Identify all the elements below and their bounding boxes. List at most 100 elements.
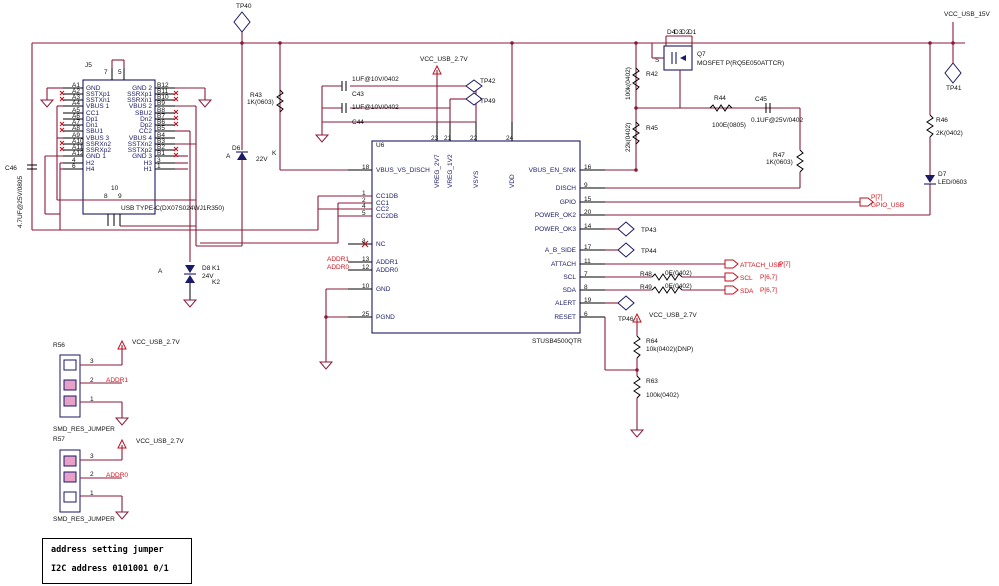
u6-left-name-2: CC1 xyxy=(376,200,389,207)
c46-ref: C46 xyxy=(5,165,17,172)
j5-right-pin-B6: B6 xyxy=(157,119,165,126)
j5-right-name-B3: SSTXn2 xyxy=(128,141,153,148)
q7-mosfet-body xyxy=(663,45,693,71)
j5-left-pin-6: 6 xyxy=(72,163,76,170)
tp43-label: TP43 xyxy=(641,227,657,234)
u6-left-name-4: CC2 xyxy=(376,206,389,213)
u6-right-pins: 16VBUS_EN_SNK9DISCH15GPIO20POWER_OK214PO… xyxy=(529,164,592,321)
j5-left-name-A5: CC1 xyxy=(86,110,99,117)
r56-part: SMD_RES_JUMPER xyxy=(53,426,115,433)
d6-k: K xyxy=(272,150,277,157)
u6-top-pin-22: 22 xyxy=(470,135,478,142)
p7-gpio-label: P[7] xyxy=(871,194,883,201)
scl-label: SCL xyxy=(740,275,753,282)
u6-left-pin-10: 10 xyxy=(362,283,370,290)
u6-right-name-16: VBUS_EN_SNK xyxy=(529,167,577,174)
gpio-usb-net-icon xyxy=(859,197,874,207)
address-note-box: address setting jumper I2C address 01010… xyxy=(42,538,192,584)
r47-val: 1K(0603) xyxy=(766,159,793,166)
gpio-usb-label: GPIO_USB xyxy=(871,202,904,209)
c45-val: 0.1UF@25V/0402 xyxy=(751,117,804,124)
j5-left-name-A8: SBU1 xyxy=(86,128,103,135)
tp42-label: TP42 xyxy=(480,78,496,85)
j5-right-pin-B9: B9 xyxy=(157,100,165,107)
u6-right-pin-11: 11 xyxy=(584,258,591,265)
j5-left-name-6: H4 xyxy=(86,166,95,173)
u6-right-pin-19: 19 xyxy=(584,297,592,304)
j5-right-name-B7: Dn2 xyxy=(140,116,152,123)
u6-top-pin-21: 21 xyxy=(444,135,452,142)
sda-label: SDA xyxy=(740,288,754,295)
j5-right-pin-B11: B11 xyxy=(157,88,168,95)
sda-p-label: P[6,7] xyxy=(760,287,777,294)
j5-left-pin-4: 4 xyxy=(72,157,76,164)
j5-left-pin-A11: A11 xyxy=(72,144,83,151)
j5-right-pin-B3: B3 xyxy=(157,138,165,145)
d8-val: 24V xyxy=(202,273,214,280)
j5-left-name-A10: SSRXn2 xyxy=(86,141,111,148)
u6-right-pin-14: 14 xyxy=(584,223,592,230)
u6-ref: U6 xyxy=(376,142,385,149)
sda-net-icon xyxy=(724,285,739,295)
r43-ref: R43 xyxy=(250,92,262,99)
note-line-1: address setting jumper xyxy=(51,545,164,555)
r56-pin1: 1 xyxy=(90,396,94,403)
tp42-icon xyxy=(465,79,483,93)
u6-part: STUSB4500QTR xyxy=(532,338,582,345)
r45-val: 22k(0402) xyxy=(625,123,632,152)
r42-val: 100k(0402) xyxy=(625,67,632,100)
tp41-label: TP41 xyxy=(946,85,962,92)
j5-right-name-B4: VBUS 4 xyxy=(129,135,153,142)
u6-right-pin-7: 7 xyxy=(584,271,588,278)
u6-left-pin-13: 13 xyxy=(362,256,370,263)
c43-val: 1UF@10V/0402 xyxy=(352,76,399,83)
u6-top-name-23: VREG_2V7 xyxy=(434,154,441,188)
u6-right-pin-16: 16 xyxy=(584,164,592,171)
j5-gnd-left-icon xyxy=(39,99,55,108)
d6-zener-icon xyxy=(237,152,247,160)
u6-left-name-5: CC2DB xyxy=(376,213,398,220)
u6-right-pin-6: 6 xyxy=(584,311,588,318)
u6-left-pin-5: 5 xyxy=(362,210,366,217)
j5-right-name-B10: SSRXn1 xyxy=(127,97,152,104)
j5-right-name-B5: CC2 xyxy=(139,128,152,135)
u6-top-name-24: VDD xyxy=(509,174,516,188)
j5-right-name-B8: SBU2 xyxy=(135,110,152,117)
j5-part: USB TYPE-C(DX07S024WJ1R350) xyxy=(121,205,224,212)
r45-ref: R45 xyxy=(646,125,658,132)
tp44-label: TP44 xyxy=(641,248,657,255)
j5-left-pin-A9: A9 xyxy=(72,132,80,139)
q7-pin-d2: D2 xyxy=(681,29,690,36)
d8-k2: K2 xyxy=(212,279,220,286)
j5-left-name-A4: VBUS 1 xyxy=(86,103,110,110)
d6-val: 22V xyxy=(256,156,268,163)
d7-led-icon xyxy=(925,175,935,183)
u6-left-pin-1: 1 xyxy=(362,190,366,197)
u6-left-pin-25: 25 xyxy=(362,311,370,318)
r57-pin1: 1 xyxy=(90,490,94,497)
j5-right-name-B9: VBUS 2 xyxy=(129,103,153,110)
j5-right-pin-B10: B10 xyxy=(157,94,169,101)
u6-left-pin-2: 2 xyxy=(362,197,366,204)
j5-left-name-4: H2 xyxy=(86,160,95,167)
u6-right-name-7: SCL xyxy=(563,274,576,281)
j5-right-name-1: H1 xyxy=(144,166,153,173)
r63-ref: R63 xyxy=(646,378,658,385)
r57-part: SMD_RES_JUMPER xyxy=(53,516,115,523)
u6-left-name-10: GND xyxy=(376,286,391,293)
j5-left-name-A3: SSTXn1 xyxy=(86,97,111,104)
r44-ref: R44 xyxy=(714,95,726,102)
u6-left-name-12: ADDR0 xyxy=(376,267,398,274)
attach-usb-label: ATTACH_USB xyxy=(740,262,782,269)
j5-left-name-A2: SSTXp1 xyxy=(86,91,111,98)
j5-left-pin-A1: A1 xyxy=(72,82,80,89)
j5-right-name-B12: GND 2 xyxy=(132,85,152,92)
u6-top-pin-23: 23 xyxy=(431,135,439,142)
tp40-label: TP40 xyxy=(236,3,252,10)
u6-right-name-17: A_B_SIDE xyxy=(545,247,577,254)
